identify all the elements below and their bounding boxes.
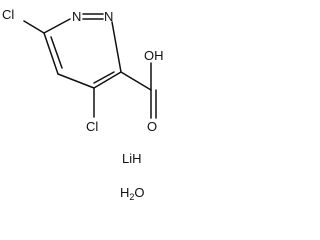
water-h: H <box>120 185 129 200</box>
chemical-structure-diagram: Cl N N OH O Cl LiH H2O <box>2 7 164 202</box>
bond-n2-c3 <box>111 21 122 73</box>
bond-c3-c4 <box>93 71 122 89</box>
bond-c4-c5 <box>57 73 95 89</box>
salt-label: LiH <box>122 151 142 166</box>
atom-cl-bottom: Cl <box>86 119 98 134</box>
atom-n2: N <box>104 9 113 24</box>
bond-c5-c6 <box>43 32 59 75</box>
bond-cl-c6 <box>23 20 45 34</box>
atom-cl-top: Cl <box>2 7 14 22</box>
water-subscript: 2 <box>129 192 134 202</box>
bond-c3-ccooh <box>120 71 152 91</box>
water-label: H2O <box>120 185 145 202</box>
bond-c6-n1 <box>43 18 71 34</box>
bond-lines <box>23 13 157 119</box>
atom-oh: OH <box>144 48 164 63</box>
atom-o-carbonyl: O <box>147 119 157 134</box>
water-o: O <box>134 185 144 200</box>
bond-c5-c6-double <box>50 36 63 69</box>
bond-c3-c4-double <box>93 71 115 84</box>
atom-n1: N <box>72 9 81 24</box>
